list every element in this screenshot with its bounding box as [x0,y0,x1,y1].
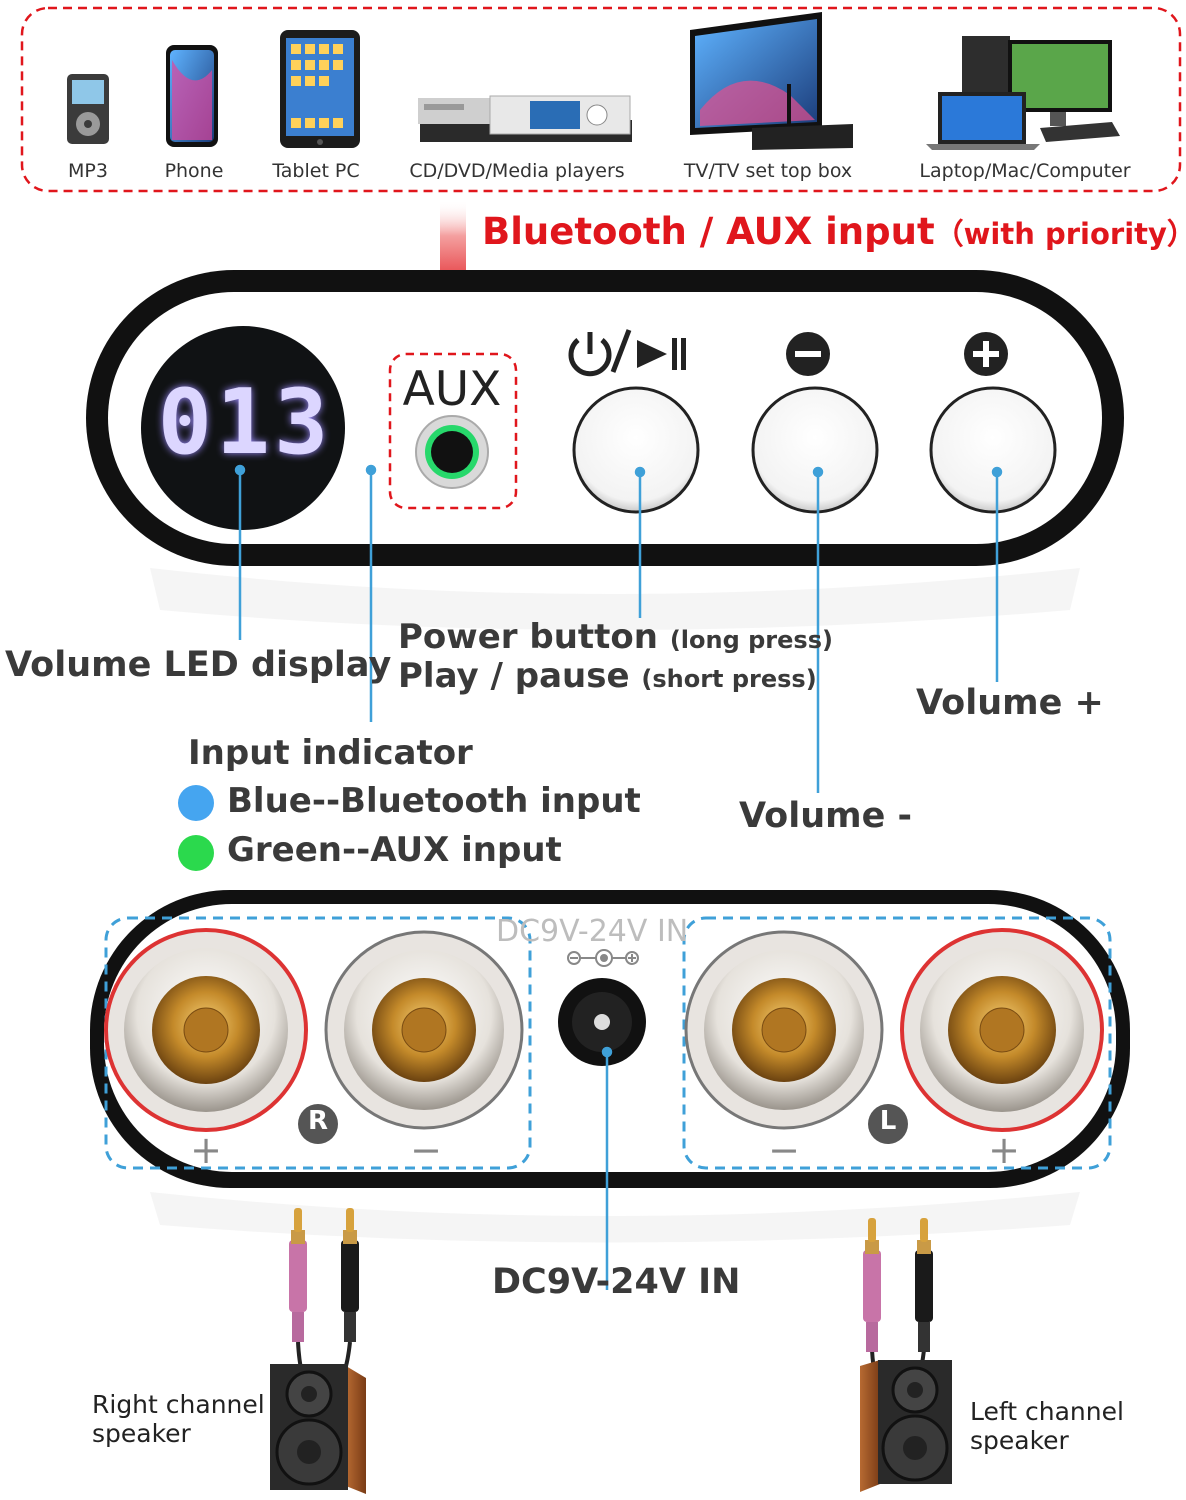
source-label-tv: TV/TV set top box [683,160,853,182]
led-display-value: 013 [157,370,333,475]
callout-power-label: Power button [398,617,658,657]
left-badge-bg [868,1104,908,1144]
power-play-button-shape [572,386,700,514]
left-plus-terminal[interactable] [902,930,1102,1130]
callout-volume-led: Volume LED display [5,645,392,685]
aux-label: AUX [402,362,502,417]
callout-dc-input: DC9V-24V IN [492,1262,741,1302]
input-heading: Bluetooth / AUX input（with priority） [482,210,1186,253]
source-label-computer: Laptop/Mac/Computer [919,160,1131,182]
source-label-media: CD/DVD/Media players [409,160,625,182]
led-display-bezel [141,326,345,530]
right-plus-terminal[interactable] [106,930,306,1130]
aux-highlight-box [388,352,518,510]
right-minus-symbol: − [410,1128,442,1172]
terminal-right-plus [104,928,308,1132]
callout-play-note: (short press) [641,665,817,693]
blue-indicator-dot [178,785,214,821]
callout-volume-plus: Volume + [916,683,1104,723]
right-terminal-box [104,916,532,1170]
dc-leader-line [601,1046,613,1290]
computer-icon [926,36,1120,150]
volume-plus-button-shape [929,386,1057,514]
terminal-left-minus [684,930,884,1130]
volume-minus-button-shape [751,386,879,514]
banana-plug-right-red [289,1208,312,1392]
banana-plug-left-black [906,1218,933,1397]
left-speaker-label: Left channel speaker [970,1397,1124,1455]
callout-play: Play / pause (short press) [398,656,817,696]
source-label-tablet: Tablet PC [272,160,360,182]
volume-plus-button[interactable] [931,388,1055,512]
right-badge-bg [298,1104,338,1144]
right-speaker-label: Right channel speaker [92,1390,265,1448]
media-player-icon [418,95,632,142]
tablet-icon [280,30,360,148]
power-play-button[interactable] [574,388,698,512]
left-plus-symbol: + [988,1128,1020,1172]
smartphone-icon [166,45,218,147]
callout-volume-minus: Volume - [739,796,913,836]
callout-input-indicator: Input indicator [188,733,473,773]
callout-play-label: Play / pause [398,656,630,696]
dc-power-jack[interactable] [558,978,646,1066]
play-pause-icon [637,338,686,370]
left-channel-badge: L [879,1106,897,1136]
callout-power-note: (long press) [669,626,833,654]
terminal-left-plus [900,928,1104,1132]
left-speaker-icon [860,1360,952,1492]
tv-icon [690,12,853,150]
input-heading-note: （with priority） [934,217,1186,251]
right-channel-badge: R [307,1106,329,1136]
power-icon [568,329,632,377]
plus-circle-icon [964,332,1008,376]
volume-minus-button[interactable] [753,388,877,512]
left-terminal-box [682,916,1112,1170]
green-indicator-dot [178,835,214,871]
dc-polarity-icon [567,949,639,967]
source-label-phone: Phone [164,160,224,182]
dc-panel-label: DC9V-24V IN [496,914,689,949]
minus-circle-icon [786,332,830,376]
callout-blue-input: Blue--Bluetooth input [227,781,641,821]
callout-power: Power button (long press) [398,617,833,657]
right-plus-symbol: + [190,1128,222,1172]
aux-jack-hole [431,431,473,473]
front-leader-lines [234,464,1003,793]
aux-jack[interactable] [416,416,488,488]
terminal-right-minus [324,930,524,1130]
mp3-player-icon [67,74,109,144]
input-heading-main: Bluetooth / AUX input [482,210,935,253]
source-label-mp3: MP3 [68,160,108,182]
callout-green-input: Green--AUX input [227,830,562,870]
right-minus-terminal[interactable] [326,932,522,1128]
right-speaker-icon [270,1364,366,1494]
left-minus-symbol: − [768,1128,800,1172]
left-minus-terminal[interactable] [686,932,882,1128]
